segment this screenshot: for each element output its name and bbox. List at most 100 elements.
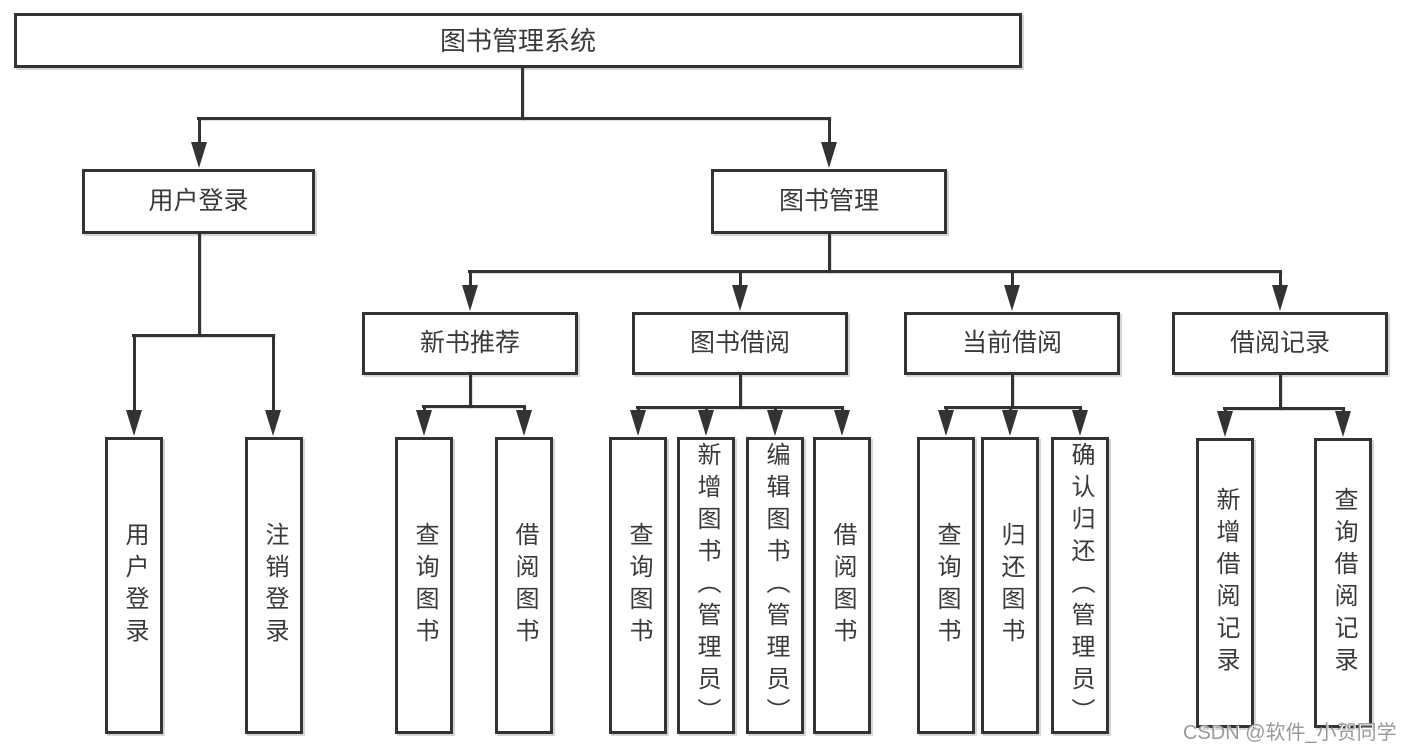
arrow-head [834,410,850,436]
arrow-stem [944,407,948,412]
arrow-head [767,410,783,436]
node-label-return-books: 归还图书 [997,521,1024,650]
arrow-down-icon [462,271,478,311]
arrow-down-icon [1272,271,1288,311]
node-add-borrow-record: 新增借阅记录 [1196,438,1254,728]
node-user-login: 用户登录 [82,169,315,234]
arrow-head [516,410,532,436]
arrow-head [265,410,281,436]
connector-hline [944,405,1082,409]
arrow-stem [636,407,640,412]
arrow-down-icon [416,406,432,436]
connector-vline [738,375,742,409]
arrow-head [1217,411,1233,437]
connector-vline [827,234,831,273]
connector-vline [1010,375,1014,409]
arrow-down-icon [265,335,281,436]
connector-hline [636,405,844,409]
arrow-head [938,410,954,436]
connector-hline [468,269,1282,273]
arrow-stem [840,407,844,412]
arrow-stem [197,118,201,144]
arrow-head [191,142,207,168]
node-borrowing-records: 借阅记录 [1172,312,1388,375]
arrow-down-icon [1004,271,1020,311]
node-query-books-recommend: 查询图书 [395,437,453,734]
node-book-management: 图书管理 [711,169,947,234]
arrow-down-icon [767,407,783,436]
arrow-head [821,142,837,168]
node-current-borrowing: 当前借阅 [904,312,1120,375]
connector-vline [197,234,201,337]
node-logout-action: 注销登录 [245,437,303,734]
arrow-head [630,410,646,436]
arrow-down-icon [1335,408,1351,437]
node-label-book-management: 图书管理 [778,187,879,215]
arrow-down-icon [191,118,207,168]
node-return-books: 归还图书 [981,437,1039,734]
arrow-stem [132,335,136,412]
node-label-query-borrow-record: 查询借阅记录 [1330,487,1357,679]
arrow-stem [1078,407,1082,412]
arrow-head [732,285,748,311]
node-label-system-root: 图书管理系统 [439,25,596,56]
node-label-confirm-return-admin: 确认归还（管理员） [1067,441,1094,730]
arrow-down-icon [698,407,714,436]
node-label-borrow-books-recommend: 借阅图书 [511,521,538,650]
node-label-user-login: 用户登录 [148,187,249,215]
arrow-head [698,410,714,436]
arrow-stem [1341,408,1345,413]
csdn-watermark: CSDN @软件_小贺同学 [1183,722,1397,744]
node-label-new-book-recommend: 新书推荐 [419,329,520,357]
arrow-down-icon [126,335,142,436]
arrow-head [416,410,432,436]
arrow-down-icon [1072,407,1088,436]
arrow-head [1272,285,1288,311]
node-borrow-books-action: 借阅图书 [813,437,871,734]
arrow-stem [704,407,708,412]
arrow-stem [827,118,831,144]
connector-hline [422,404,526,408]
node-query-borrow-record: 查询借阅记录 [1314,438,1372,728]
arrow-down-icon [516,406,532,436]
connector-vline [468,375,472,408]
connector-vline [1278,375,1282,410]
connector-vline [520,67,524,120]
arrow-down-icon [1217,408,1233,437]
arrow-down-icon [732,271,748,311]
node-edit-books-admin: 编辑图书（管理员） [746,437,804,734]
node-label-query-books-current: 查询图书 [933,521,960,650]
arrow-down-icon [821,118,837,168]
node-borrow-books-recommend: 借阅图书 [495,437,553,734]
arrow-head [1335,411,1351,437]
node-label-borrowing-records: 借阅记录 [1229,329,1330,357]
arrow-down-icon [1002,407,1018,436]
arrow-head [462,285,478,311]
arrow-stem [468,271,472,287]
node-book-borrowing: 图书借阅 [632,312,848,375]
arrow-stem [738,271,742,287]
node-label-add-books-admin: 新增图书（管理员） [693,441,720,730]
node-label-add-borrow-record: 新增借阅记录 [1212,487,1239,679]
connector-hline [132,333,275,337]
arrow-stem [271,335,275,412]
node-label-logout-action: 注销登录 [261,521,288,650]
arrow-stem [773,407,777,412]
node-user-login-action: 用户登录 [105,437,163,734]
arrow-stem [1008,407,1012,412]
node-label-edit-books-admin: 编辑图书（管理员） [762,441,789,730]
node-query-books-current: 查询图书 [917,437,975,734]
node-label-user-login-action: 用户登录 [121,521,148,650]
node-label-query-books-recommend: 查询图书 [411,521,438,650]
arrow-stem [1223,408,1227,413]
node-new-book-recommend: 新书推荐 [362,312,578,375]
node-label-current-borrowing: 当前借阅 [961,329,1062,357]
arrow-down-icon [630,407,646,436]
node-query-books-borrow: 查询图书 [609,437,667,734]
node-label-query-books-borrow: 查询图书 [625,521,652,650]
arrow-stem [1278,271,1282,287]
arrow-stem [1010,271,1014,287]
connector-hline [197,116,831,120]
node-system-root: 图书管理系统 [14,13,1022,68]
